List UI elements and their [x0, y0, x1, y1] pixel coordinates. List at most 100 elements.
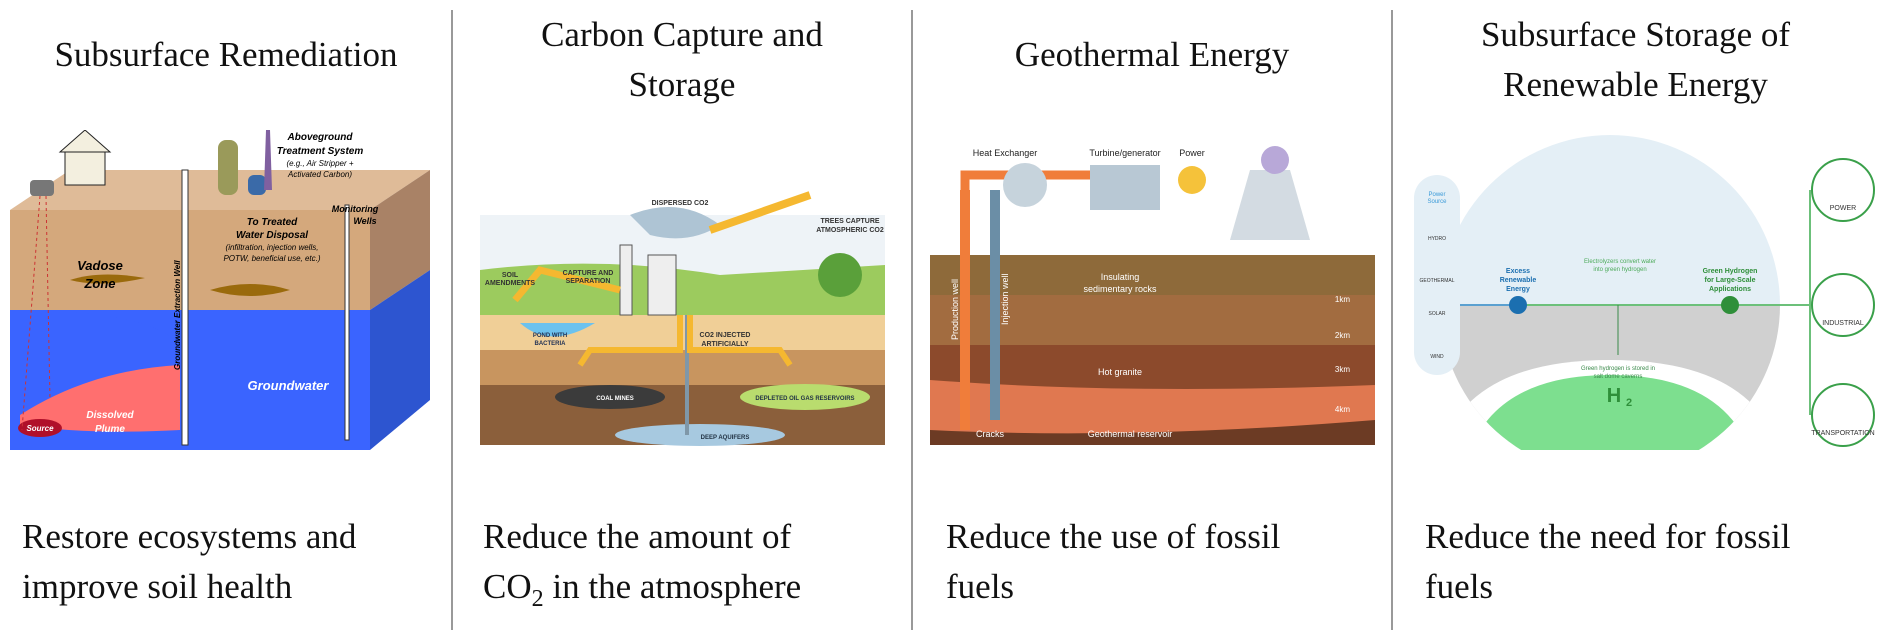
label-power-source: Power	[1428, 192, 1445, 198]
label-excess: Excess	[1506, 268, 1530, 275]
depth-label: 2km	[1335, 331, 1350, 340]
source-hydro: HYDRO	[1428, 236, 1446, 242]
label-disposal: (infiltration, injection wells,	[226, 243, 319, 252]
divider	[1391, 10, 1393, 630]
label-treatment: Activated Carbon)	[287, 170, 352, 179]
caption-rest: in the atmosphere	[543, 567, 802, 606]
title-line: Storage	[628, 65, 736, 104]
label-trees: TREES CAPTURE	[820, 218, 879, 225]
label-depleted: DEPLETED OIL GAS RESERVOIRS	[755, 396, 854, 402]
label-coal: COAL MINES	[596, 396, 634, 402]
divider	[911, 10, 913, 630]
label-groundwater: Groundwater	[248, 378, 330, 393]
caption-co: CO	[483, 567, 532, 606]
label-treatment: Aboveground	[287, 132, 354, 143]
label-reservoir: Geothermal reservoir	[1088, 429, 1173, 439]
source-solar: SOLAR	[1429, 311, 1446, 317]
label-capture: CAPTURE AND	[563, 270, 614, 277]
label-green-hydrogen: Green Hydrogen	[1703, 268, 1758, 275]
depth-label: 4km	[1335, 405, 1350, 414]
label-soil: SOIL	[502, 272, 519, 279]
geothermal-diagram: Heat Exchanger Turbine/generator Power P…	[930, 136, 1375, 445]
source-geothermal: GEOTHERMAL	[1419, 278, 1454, 284]
label-injected: CO2 INJECTED	[700, 332, 751, 339]
label-disposal: Water Disposal	[236, 230, 308, 241]
panel-caption: Restore ecosystems and improve soil heal…	[22, 512, 356, 612]
panel-title: Carbon Capture and Storage	[453, 10, 911, 110]
caption-line: Reduce the use of fossil	[946, 517, 1281, 556]
label-injection: Injection well	[1000, 273, 1010, 325]
label-power: Power	[1179, 148, 1205, 158]
label-stored: Green hydrogen is stored in	[1581, 366, 1655, 372]
caption-line: fuels	[946, 567, 1015, 606]
remediation-diagram: Aboveground Treatment System (e.g., Air …	[10, 130, 430, 450]
label-vadose: Vadose	[77, 258, 123, 273]
label-soil: AMENDMENTS	[485, 280, 535, 287]
label-vadose: Zone	[83, 276, 115, 291]
label-monitoring: Wells	[353, 216, 376, 226]
hydrogen-storage-diagram: Power Source HYDRO GEOTHERMAL SOLAR WIND…	[1414, 135, 1875, 450]
label-heat: Heat Exchanger	[973, 148, 1038, 158]
panel-subsurface-storage: Subsurface Storage of Renewable Energy P…	[1393, 0, 1878, 634]
carbon-capture-diagram: DISPERSED CO2 TREES CAPTURE ATMOSPHERIC …	[480, 191, 885, 446]
label-granite: Hot granite	[1098, 367, 1142, 377]
label-green-hydrogen: Applications	[1709, 286, 1751, 293]
label-pond: POND WITH	[533, 333, 567, 339]
label-excess: Energy	[1506, 286, 1530, 293]
title-line: Renewable Energy	[1503, 65, 1768, 104]
label-aquifers: DEEP AQUIFERS	[701, 435, 750, 441]
caption-subscript: 2	[531, 586, 544, 612]
label-electrolyzers: into green hydrogen	[1593, 267, 1646, 273]
label-injected: ARTIFICIALLY	[701, 341, 749, 348]
panel-caption: Reduce the amount of CO2 in the atmosphe…	[483, 512, 801, 624]
label-dispersed: DISPERSED CO2	[652, 200, 709, 207]
label-capture: SEPARATION	[566, 278, 611, 285]
caption-line: CO2 in the atmosphere	[483, 562, 801, 624]
label-production: Production well	[950, 279, 960, 340]
label-trees: ATMOSPHERIC CO2	[816, 227, 884, 234]
caption-line: Reduce the amount of	[483, 517, 792, 556]
label-cracks: Cracks	[976, 429, 1005, 439]
label-insulating: sedimentary rocks	[1083, 284, 1157, 294]
panel-title: Subsurface Remediation	[54, 35, 398, 74]
label-source: Source	[26, 424, 54, 433]
label-h2: H	[1607, 385, 1621, 407]
title-line: Carbon Capture and	[541, 15, 823, 54]
app-industrial: INDUSTRIAL	[1822, 320, 1864, 327]
panel-subsurface-remediation: Subsurface Remediation Aboveground Treat…	[0, 0, 452, 634]
label-treatment: (e.g., Air Stripper +	[286, 159, 353, 168]
title-line: Subsurface Storage of	[1480, 15, 1791, 54]
caption-line: improve soil health	[22, 567, 293, 606]
label-plume: Dissolved	[86, 410, 134, 421]
label-green-hydrogen: for Large-Scale	[1705, 277, 1756, 284]
label-stored: salt dome caverns	[1594, 374, 1643, 380]
label-plume: Plume	[95, 424, 125, 435]
label-h2-subscript: 2	[1626, 397, 1632, 409]
panel-caption: Reduce the use of fossil fuels	[946, 512, 1280, 612]
depth-label: 1km	[1335, 295, 1350, 304]
caption-line: Reduce the need for fossil	[1425, 517, 1791, 556]
label-disposal: POTW, beneficial use, etc.)	[223, 254, 320, 263]
label-excess: Renewable	[1500, 277, 1537, 284]
label-monitoring: Monitoring	[332, 204, 379, 214]
panel-title: Subsurface Storage of Renewable Energy	[1393, 10, 1878, 110]
panel-title: Geothermal Energy	[1014, 35, 1290, 74]
label-turbine: Turbine/generator	[1089, 148, 1160, 158]
source-wind: WIND	[1430, 354, 1444, 360]
label-well: Groundwater Extraction Well	[173, 260, 182, 370]
label-treatment: Treatment System	[277, 146, 364, 157]
label-power-source: Source	[1427, 199, 1447, 205]
divider	[451, 10, 453, 630]
depth-label: 3km	[1335, 365, 1350, 374]
label-pond: BACTERIA	[535, 341, 567, 347]
label-disposal: To Treated	[247, 217, 298, 228]
app-power: POWER	[1830, 205, 1856, 212]
caption-line: fuels	[1425, 567, 1494, 606]
label-electrolyzers: Electrolyzers convert water	[1584, 259, 1656, 265]
panel-carbon-capture: Carbon Capture and Storage DISPERSED CO2…	[453, 0, 911, 634]
panel-geothermal: Geothermal Energy Heat Exchanger Turbine…	[913, 0, 1391, 634]
panel-caption: Reduce the need for fossil fuels	[1425, 512, 1790, 612]
caption-line: Restore ecosystems and	[22, 517, 357, 556]
app-transportation: TRANSPORTATION	[1811, 430, 1874, 437]
label-insulating: Insulating	[1101, 272, 1140, 282]
